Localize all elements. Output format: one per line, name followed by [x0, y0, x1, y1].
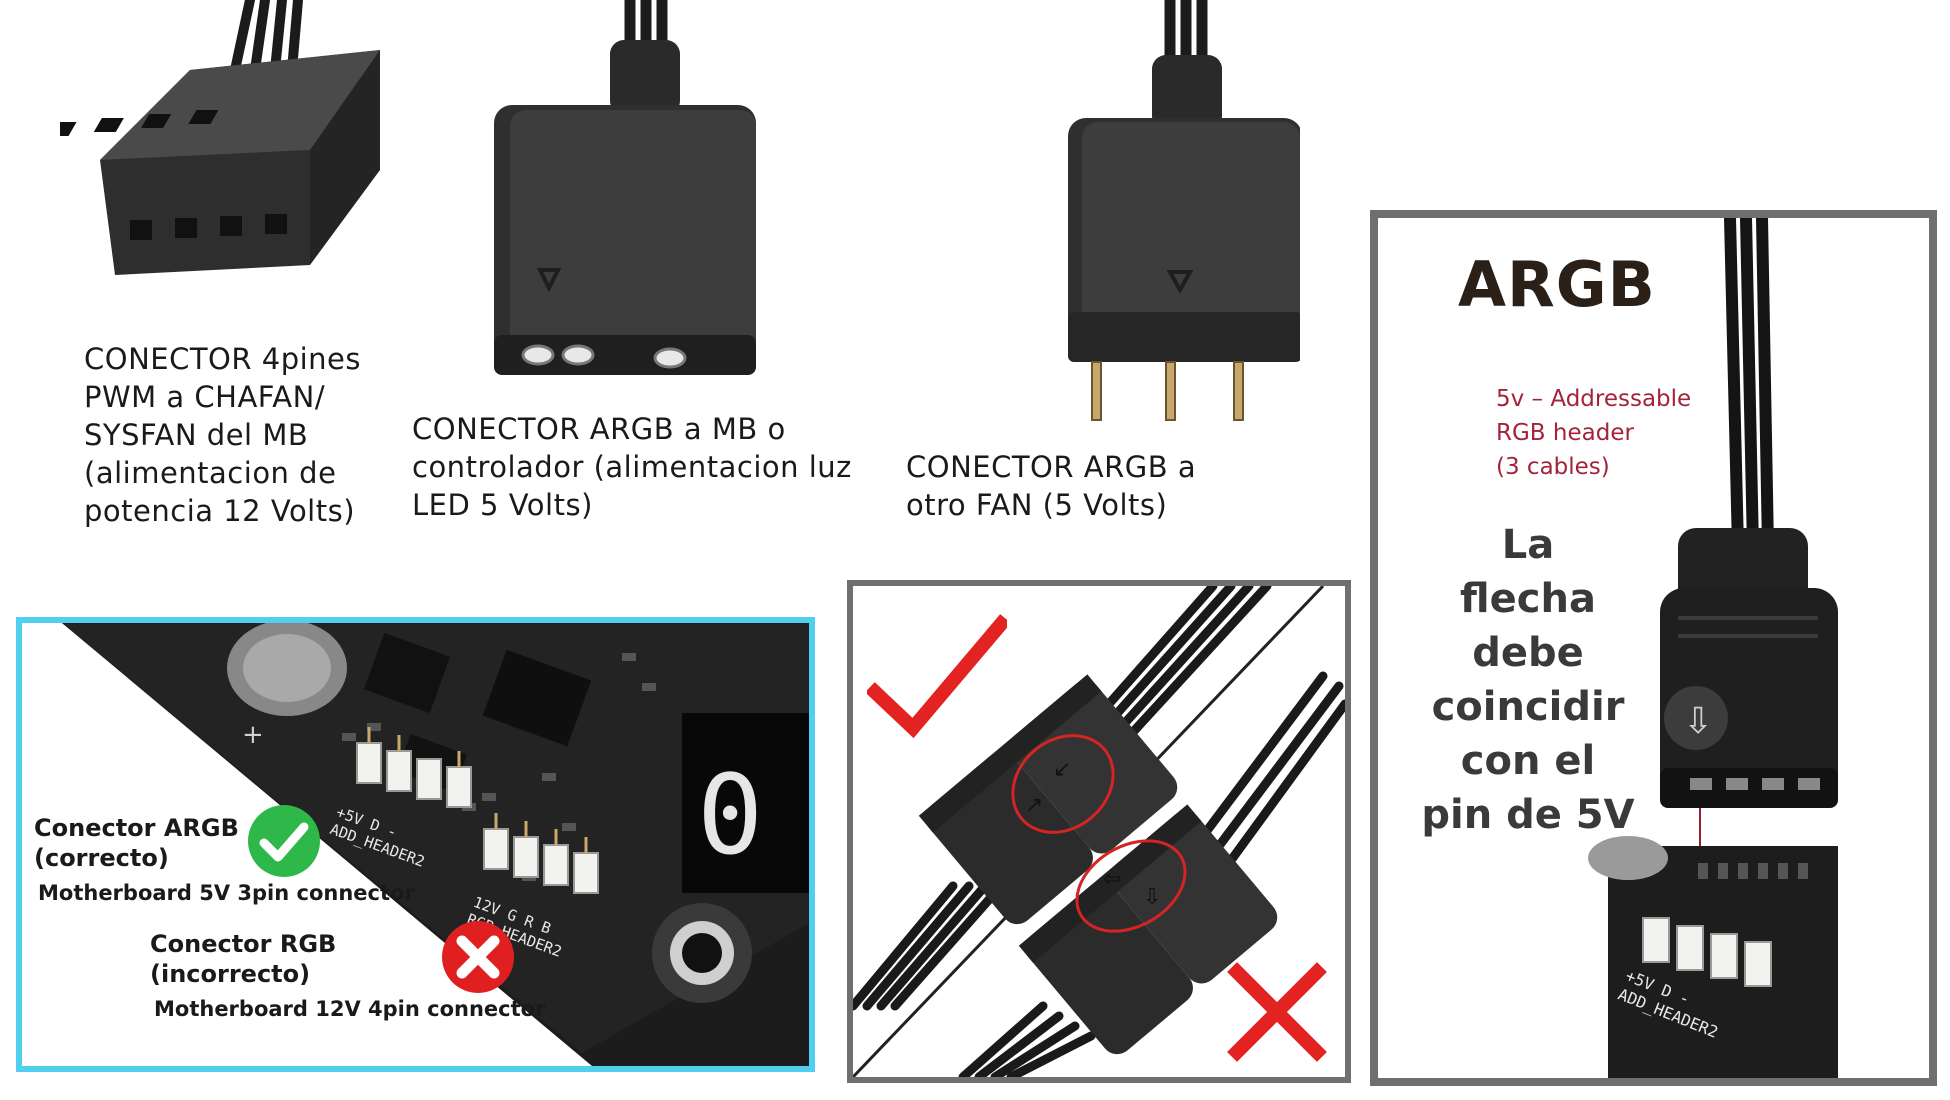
motherboard-photo: 0 + — [62, 623, 809, 1066]
incorrect-cross-icon — [1227, 962, 1327, 1062]
arrow-instruction-text: La flecha debe coincidir con el pin de 5… — [1421, 522, 1635, 838]
pwm-4pin-connector-image — [60, 0, 380, 275]
svg-text:+: + — [242, 720, 264, 750]
cross-icon — [442, 921, 514, 993]
argb-mb-connector-image — [494, 0, 756, 375]
correct-check-icon — [867, 614, 1007, 739]
cable-connectors-photo: ↙ ↗ ⇦ ⇩ — [853, 586, 1345, 1077]
argb-fan-connector-caption: CONECTOR ARGB a otro FAN (5 Volts) — [906, 450, 1197, 522]
pwm-connector-caption: CONECTOR 4pines PWM a CHAFAN/ SYSFAN del… — [84, 342, 361, 528]
check-icon — [248, 805, 320, 877]
argb-correct-label: Conector ARGB (correcto) — [34, 814, 239, 872]
svg-text:↙: ↙ — [1053, 757, 1071, 782]
rgb-4pin-header — [483, 828, 599, 894]
rgb-incorrect-label: Conector RGB (incorrecto) — [150, 930, 337, 988]
svg-text:⇦: ⇦ — [1103, 867, 1121, 892]
argb-3pin-header — [356, 742, 472, 808]
rgb-incorrect-sub: Motherboard 12V 4pin connector — [154, 997, 546, 1021]
argb-title: ARGB — [1458, 248, 1656, 321]
cable-orientation-panel: ↙ ↗ ⇦ ⇩ — [847, 580, 1351, 1083]
argb-subtitle: 5v – Addressable RGB header (3 cables) — [1496, 386, 1692, 480]
argb-mb-connector-caption: CONECTOR ARGB a MB o controlador (alimen… — [412, 412, 852, 522]
svg-text:⇩: ⇩ — [1143, 885, 1161, 910]
svg-text:⇩: ⇩ — [1683, 701, 1713, 742]
svg-text:0: 0 — [697, 751, 763, 879]
argb-fan-connector-image — [1068, 0, 1300, 421]
argb-connector-photo: ⇩ — [1588, 218, 1838, 1078]
argb-pinout-panel: ⇩ ARGB 5v – Addressable RGB header (3 ca… — [1370, 210, 1937, 1086]
motherboard-headers-panel: 0 + +5V D - ADD_HEADER2 — [16, 617, 815, 1072]
argb-correct-sub: Motherboard 5V 3pin connector — [38, 881, 415, 905]
svg-text:↗: ↗ — [1025, 793, 1043, 818]
